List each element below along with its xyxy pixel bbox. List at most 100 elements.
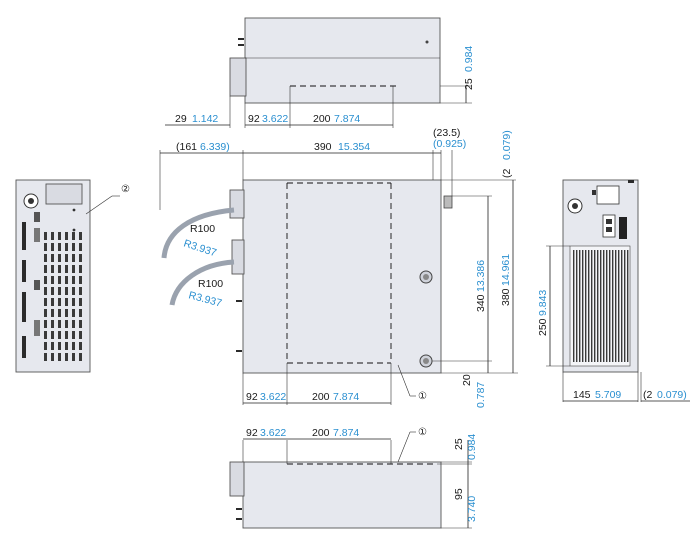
bottom-dim-95: 95 <box>453 488 465 500</box>
top-view: 25 0.984 29 1.142 92 3.622 200 7.874 <box>165 17 475 128</box>
vent-slot <box>588 250 590 362</box>
front-dim-23-5-inch: (0.925) <box>433 138 466 150</box>
top-dim-92: 92 <box>248 113 260 125</box>
vent-slot <box>58 287 61 295</box>
bottom-dim-92: 92 <box>246 427 258 439</box>
vent-slot <box>65 309 68 317</box>
front-dim-340: 340 <box>475 294 487 312</box>
vent-slot <box>65 276 68 284</box>
vent-slot <box>44 254 47 262</box>
vent-slot <box>44 243 47 251</box>
front-callout-1: ① <box>418 391 427 402</box>
vent-slot <box>44 276 47 284</box>
top-dim-29-inch: 1.142 <box>192 113 218 125</box>
vent-slot <box>51 353 54 361</box>
vent-slot <box>627 250 629 362</box>
left-view: ② <box>15 179 130 373</box>
bottom-dim-92-inch: 3.622 <box>260 427 286 439</box>
vent-slot <box>44 353 47 361</box>
vent-slot <box>72 276 75 284</box>
bottom-dim-200-inch: 7.874 <box>333 427 359 439</box>
front-dim-390: 390 <box>314 141 332 153</box>
vent-slot <box>58 342 61 350</box>
vent-slot <box>65 353 68 361</box>
vent-slot <box>44 265 47 273</box>
front-dim-161: (161 <box>176 141 197 153</box>
vent-slot <box>79 331 82 339</box>
vent-slot <box>72 232 75 240</box>
vent-slot <box>79 287 82 295</box>
vent-slot <box>51 287 54 295</box>
front-dim-23-5: (23.5) <box>433 127 460 139</box>
vent-slot <box>65 254 68 262</box>
right-dim-2: (2 <box>643 389 652 401</box>
bottom-dim-25: 25 <box>453 438 465 450</box>
vent-slot <box>72 265 75 273</box>
right-dim-2-inch: 0.079) <box>657 389 687 401</box>
vent-slot <box>51 320 54 328</box>
vent-slot <box>72 342 75 350</box>
vent-slot <box>58 309 61 317</box>
vent-slot <box>579 250 581 362</box>
vent-slot <box>72 243 75 251</box>
vent-slot <box>576 250 578 362</box>
right-dim-145-inch: 5.709 <box>595 389 621 401</box>
vent-slot <box>58 276 61 284</box>
vent-slot <box>79 265 82 273</box>
front-bend-radius-2: R100 <box>198 278 223 290</box>
vent-slot <box>72 331 75 339</box>
vent-slot <box>609 250 611 362</box>
front-dim-390-inch: 15.354 <box>338 141 370 153</box>
right-dim-250: 250 <box>537 318 549 336</box>
vent-slot <box>79 320 82 328</box>
vent-slot <box>79 254 82 262</box>
vent-slot <box>72 353 75 361</box>
vent-slot <box>606 250 608 362</box>
bottom-dim-95-inch: 3.740 <box>466 496 478 522</box>
right-vent-grill <box>573 250 629 362</box>
top-dim-200-inch: 7.874 <box>334 113 360 125</box>
vent-slot <box>72 320 75 328</box>
vent-slot <box>72 298 75 306</box>
top-dim-25: 25 <box>463 78 475 90</box>
vent-slot <box>51 243 54 251</box>
vent-slot <box>51 232 54 240</box>
vent-slot <box>51 276 54 284</box>
vent-slot <box>44 232 47 240</box>
front-dim-92: 92 <box>246 391 258 403</box>
top-dim-29: 29 <box>175 113 187 125</box>
vent-slot <box>44 342 47 350</box>
vent-slot <box>65 331 68 339</box>
front-dim-200: 200 <box>312 391 330 403</box>
front-dim-340-inch: 13.386 <box>475 260 487 292</box>
front-bend-radius-1: R100 <box>190 223 215 235</box>
vent-slot <box>51 331 54 339</box>
vent-slot <box>79 232 82 240</box>
front-bend-radius-2-inch: R3.937 <box>187 289 223 309</box>
front-dim-20-inch: 0.787 <box>475 382 487 408</box>
vent-slot <box>44 287 47 295</box>
vent-slot <box>582 250 584 362</box>
front-dim-2-inch: 0.079) <box>501 130 513 160</box>
vent-slot <box>79 309 82 317</box>
vent-slot <box>65 320 68 328</box>
vent-slot <box>79 276 82 284</box>
right-dim-145: 145 <box>573 389 591 401</box>
vent-slot <box>72 254 75 262</box>
vent-slot <box>624 250 626 362</box>
left-callout-2: ② <box>121 184 130 195</box>
vent-slot <box>615 250 617 362</box>
vent-slot <box>44 331 47 339</box>
front-bend-radius-1-inch: R3.937 <box>182 237 218 259</box>
front-dim-380: 380 <box>500 288 512 306</box>
front-dim-2: (2 <box>501 169 513 178</box>
vent-slot <box>72 309 75 317</box>
right-view: 250 9.843 145 5.709 (2 0.079) <box>537 179 690 402</box>
vent-slot <box>79 298 82 306</box>
vent-slot <box>79 353 82 361</box>
vent-slot <box>58 232 61 240</box>
front-dim-200-inch: 7.874 <box>333 391 359 403</box>
vent-slot <box>51 342 54 350</box>
vent-slot <box>65 298 68 306</box>
